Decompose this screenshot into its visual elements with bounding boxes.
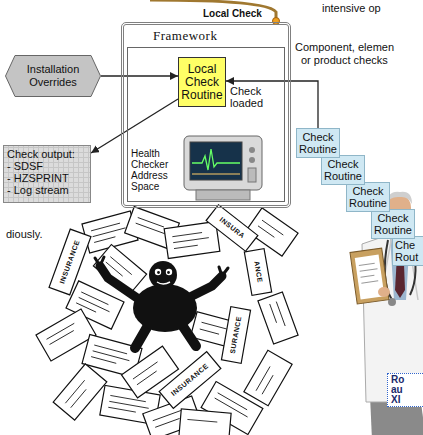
routine-box: Local Check Routine bbox=[178, 57, 226, 107]
check-routine-box: Check Routine bbox=[371, 209, 415, 239]
address-space-box: Health Checker Address Space Local Check … bbox=[127, 47, 285, 202]
node-label: Installation Overrides bbox=[15, 63, 91, 89]
node-label: Check Routine bbox=[372, 212, 414, 236]
labelled-papers bbox=[49, 205, 272, 409]
node-label: - SDSF bbox=[7, 160, 87, 172]
node-label: Check Routine bbox=[297, 131, 339, 155]
buried-figure bbox=[95, 257, 228, 348]
checks-caption: Component, elemen bbox=[295, 41, 394, 53]
framework-title: Framework bbox=[153, 28, 217, 44]
cut-text: diously. bbox=[6, 228, 42, 240]
framework-heading: Local Check bbox=[203, 8, 262, 19]
doctor-photo bbox=[350, 192, 423, 435]
output-box: Check output:- SDSF- HZSPRINT- Log strea… bbox=[3, 145, 91, 203]
edge-label: Check loaded bbox=[230, 85, 272, 109]
node-label: Check output: bbox=[7, 148, 87, 160]
node-label: - HZSPRINT bbox=[7, 172, 87, 184]
cable bbox=[150, 0, 280, 25]
node-label: Ro au XI bbox=[391, 375, 409, 405]
checks-caption: or product checks bbox=[301, 54, 388, 66]
check-routine-box: Check Routine bbox=[296, 128, 340, 158]
monitor-illustration bbox=[184, 136, 262, 200]
address-space-label: Health Checker Address Space bbox=[131, 148, 175, 192]
paper-pile bbox=[36, 207, 298, 435]
framework-box: Local CheckFrameworkHealth Checker Addre… bbox=[121, 22, 291, 208]
overrides-hexagon: Installation Overrides bbox=[5, 55, 101, 97]
connector-arrow bbox=[101, 75, 178, 76]
connector-arrow bbox=[226, 81, 318, 128]
check-routine-box: Check Routine bbox=[321, 155, 365, 185]
node-label: Check Routine bbox=[347, 185, 389, 209]
connector-arrow bbox=[91, 99, 178, 153]
check-routine-box: Check Routine bbox=[346, 182, 390, 212]
node-label: Check Routine bbox=[322, 158, 364, 182]
node-label: Local Check Routine bbox=[180, 63, 224, 102]
cut-text: intensive op bbox=[322, 2, 381, 14]
node-label: Che Rout bbox=[395, 239, 419, 263]
note-box: Ro au XI bbox=[387, 373, 423, 407]
check-routine-box: Che Rout bbox=[392, 236, 423, 266]
node-label: - Log stream bbox=[7, 184, 87, 196]
